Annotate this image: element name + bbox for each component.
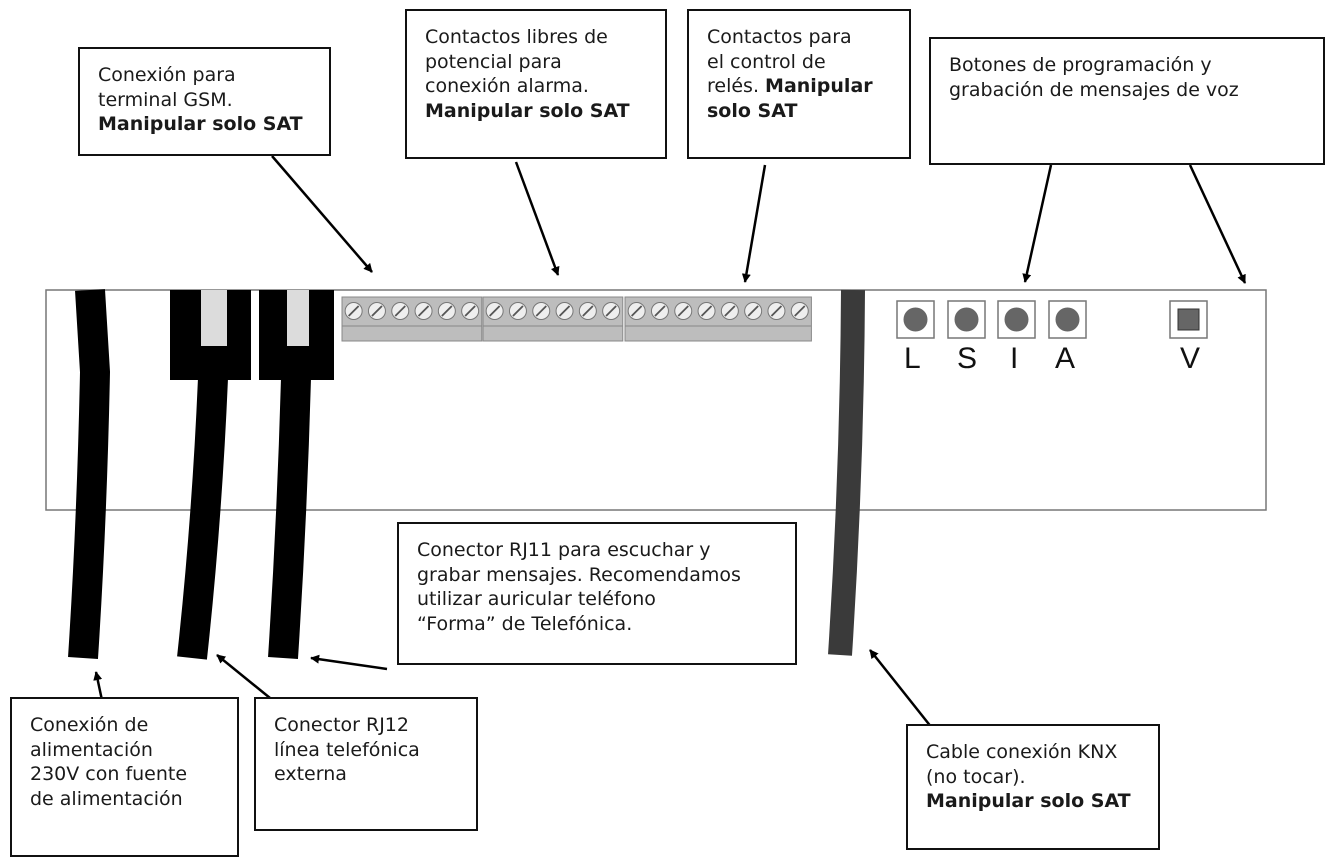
arrow-knx	[869, 649, 933, 729]
callout-gsm-line2: terminal GSM.	[98, 88, 233, 111]
alarm-terminals	[482, 296, 624, 342]
button-i[interactable]	[997, 300, 1036, 339]
callout-gsm-line1: Conexión para	[98, 64, 236, 86]
arrow-gsm	[271, 155, 373, 273]
button-label-v: V	[1180, 342, 1201, 375]
callout-power-line2: alimentación	[30, 738, 153, 761]
terminal-screw-slot	[394, 305, 406, 317]
button-label-l: L	[904, 342, 921, 375]
callout-buttons: Botones de programación y grabación de m…	[929, 37, 1325, 165]
terminal-blocks	[341, 296, 812, 342]
callout-rj12: Conector RJ12 línea telefónica externa	[254, 697, 478, 831]
terminal-screw-slot	[417, 305, 430, 317]
terminal-screw-slot	[535, 305, 547, 317]
terminal-screw-slot	[631, 305, 643, 317]
callout-relays-line3: relés. Manipular	[707, 74, 891, 99]
arrow-rj12	[216, 654, 271, 699]
callout-knx: Cable conexión KNX (no tocar). Manipular…	[906, 724, 1160, 850]
callout-rj12-line3: externa	[274, 763, 347, 786]
button-v[interactable]	[1169, 300, 1208, 339]
button-i-knob	[1004, 307, 1029, 332]
terminal-screw-slot	[654, 305, 666, 317]
terminal-screw-slot	[605, 305, 617, 317]
arrow-button-v	[1188, 164, 1247, 284]
callout-power-line4: de alimentación	[30, 788, 183, 811]
terminal-screw-slot	[794, 305, 806, 317]
arrow-rj11	[310, 654, 388, 671]
button-label-i: I	[1010, 342, 1019, 375]
callout-rj11-line2: grabar mensajes. Recomendamos	[417, 563, 741, 586]
callout-relays-line1: Contactos para	[707, 26, 852, 48]
callout-alarm-line2: potencial para	[425, 50, 562, 73]
button-l-knob	[903, 307, 928, 332]
terminal-screw-slot	[371, 305, 383, 317]
power-cable	[68, 289, 111, 659]
rj12-cable	[177, 377, 228, 660]
rj11-connector-slot	[287, 290, 309, 346]
callout-knx-line1: Cable conexión KNX	[926, 741, 1118, 763]
callout-relays: Contactos para el control de relés. Mani…	[687, 9, 911, 159]
callout-knx-warning: Manipular solo SAT	[926, 790, 1131, 813]
terminal-screw-slot	[770, 305, 783, 317]
callout-rj11-line4: “Forma” de Telefónica.	[417, 613, 633, 636]
terminal-screw-slot	[677, 305, 689, 317]
callout-rj11-line3: utilizar auricular teléfono	[417, 588, 656, 611]
arrow-relays	[741, 164, 767, 283]
callout-rj12-line2: línea telefónica	[274, 738, 420, 761]
button-s-knob	[954, 307, 979, 332]
button-l[interactable]	[896, 300, 935, 339]
callout-relays-line2: el control de	[707, 50, 826, 73]
button-label-s: S	[957, 342, 978, 375]
terminal-screw-slot	[700, 305, 713, 317]
callout-alarm-line1: Contactos libres de	[425, 26, 608, 48]
callout-rj11-line1: Conector RJ11 para escuchar y	[417, 539, 711, 561]
callout-buttons-line2: grabación de mensajes de voz	[949, 78, 1239, 101]
knx-cable	[828, 289, 865, 656]
callout-power: Conexión de alimentación 230V con fuente…	[10, 697, 239, 857]
button-l-frame	[896, 300, 935, 339]
callout-relays-line4-warning: solo SAT	[707, 100, 798, 123]
callout-knx-line2: (no tocar).	[926, 765, 1026, 788]
callout-gsm-warning: Manipular solo SAT	[98, 113, 303, 136]
terminal-screw-slot	[558, 305, 571, 317]
rj12-connector-slot	[201, 290, 227, 346]
terminal-screw-slot	[747, 305, 759, 317]
terminal-screw-slot	[582, 305, 594, 317]
rj11-cable	[268, 377, 311, 659]
button-s[interactable]	[947, 300, 986, 339]
callout-relays-line3-warning: Manipular	[765, 75, 873, 98]
terminal-screw-slot	[441, 305, 453, 317]
gsm-terminals	[341, 296, 483, 342]
terminal-screw-slot	[489, 305, 501, 317]
callout-alarm-warning: Manipular solo SAT	[425, 100, 630, 123]
callout-gsm: Conexión para terminal GSM. Manipular so…	[78, 47, 331, 156]
button-a[interactable]	[1048, 300, 1087, 339]
callout-alarm-line3: conexión alarma.	[425, 75, 589, 98]
arrow-button-i	[1022, 164, 1053, 283]
button-v-knob	[1177, 308, 1200, 331]
callout-power-line1: Conexión de	[30, 714, 149, 736]
callout-power-line3: 230V con fuente	[30, 763, 188, 786]
callout-rj12-line1: Conector RJ12	[274, 714, 409, 736]
callout-rj11: Conector RJ11 para escuchar y grabar men…	[397, 522, 797, 665]
arrow-alarm	[514, 161, 560, 276]
terminal-screw-slot	[464, 305, 476, 317]
terminal-screw-slot	[512, 305, 524, 317]
button-label-a: A	[1055, 342, 1076, 375]
relay-terminals	[624, 296, 812, 342]
terminal-screw-slot	[348, 305, 360, 317]
callout-alarm: Contactos libres de potencial para conex…	[405, 9, 667, 159]
terminal-screw-slot	[724, 305, 736, 317]
callout-relays-line3-text: relés.	[707, 75, 766, 98]
button-a-knob	[1055, 307, 1080, 332]
callout-buttons-line1: Botones de programación y	[949, 54, 1212, 76]
